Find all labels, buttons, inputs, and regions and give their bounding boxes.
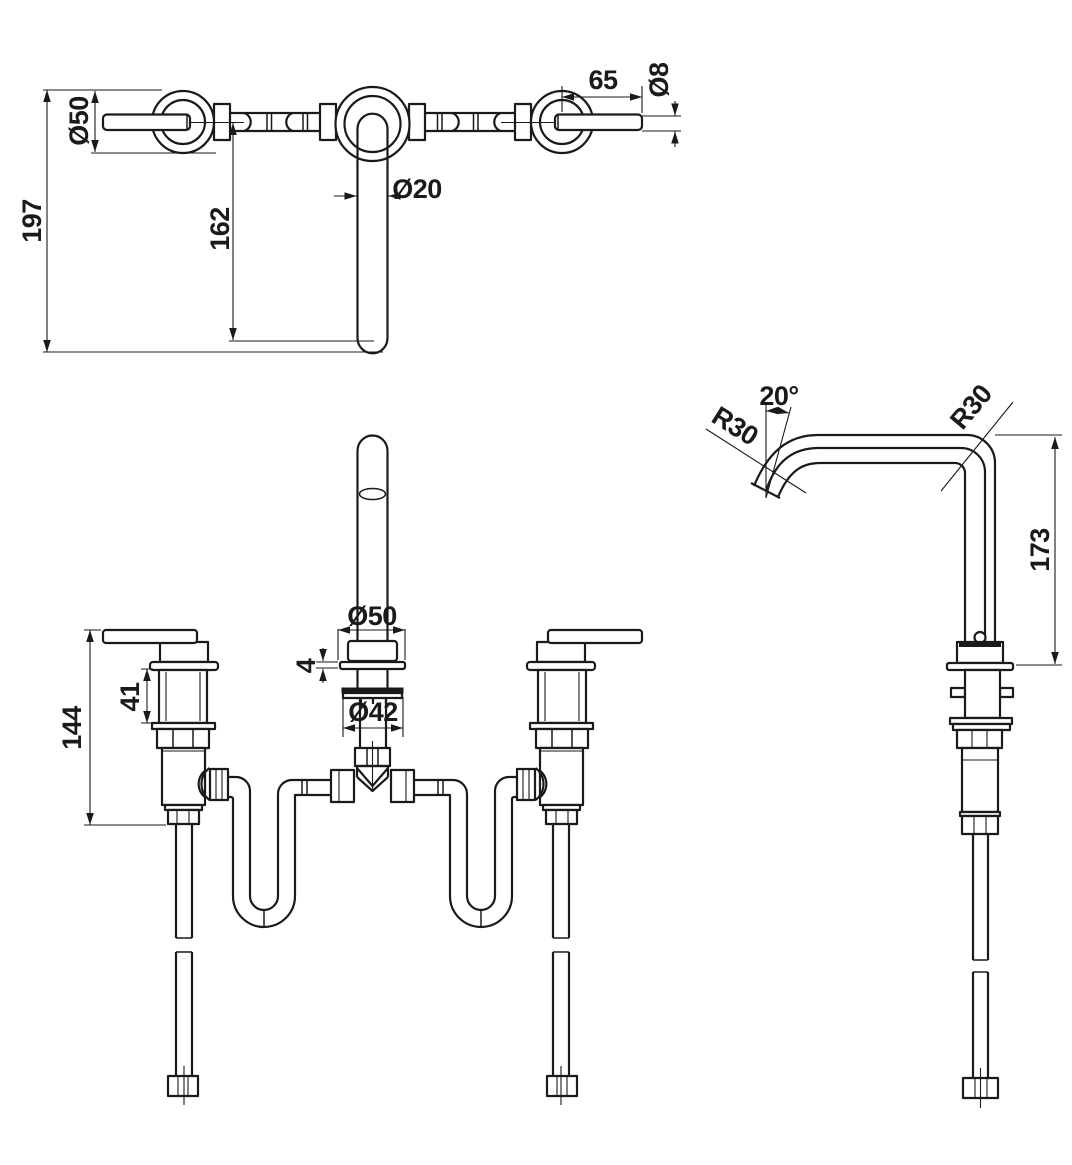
valve-escutcheon: [148, 660, 220, 672]
dim-outlet-angle-arc: [765, 406, 790, 415]
dim-label-lever-dia: Ø8: [644, 62, 674, 98]
front-view-right-valve: [411, 628, 644, 1107]
supply-tail-side: [961, 834, 1000, 1108]
side-view-base: [945, 630, 1015, 1108]
dim-label-base-washer-dia: Ø42: [348, 697, 398, 727]
deck-locknut: [155, 727, 211, 750]
plan-view: 197 Ø50 162 Ø20 65 Ø8: [17, 62, 681, 355]
dim-label-outlet-bend-radius: R30: [707, 401, 764, 452]
plan-view-spout-tube: [356, 112, 389, 355]
side-view-dimensions: 20° R30 R30 173: [705, 379, 1062, 666]
aerator-opening: [358, 487, 387, 501]
dim-label-height-above-deck: 144: [57, 706, 87, 750]
side-outlet-fitting: [197, 767, 230, 802]
valve-body-upper: [157, 668, 209, 725]
tee-fitting: [329, 741, 416, 804]
handle-lever-plan: [101, 113, 244, 132]
dim-label-spout-flange-dia: Ø50: [347, 601, 397, 631]
spout-flange-plate: [338, 660, 407, 671]
tail-coupling: [163, 803, 204, 826]
pipe-union-hex: [318, 102, 338, 142]
plan-view-right-half: [407, 89, 644, 155]
front-view-dimensions: 144 41 Ø50 4 Ø42: [57, 601, 406, 826]
side-view-spout: [750, 433, 997, 642]
below-deck-body: [948, 668, 1015, 836]
side-view: 20° R30 R30 173: [705, 379, 1062, 1108]
dim-label-spout-tube-dia: Ø20: [392, 174, 442, 204]
plan-view-spout-hub: [334, 85, 411, 355]
spout-escutcheon: [346, 639, 399, 663]
dim-riser-radius-leader: [940, 401, 1014, 492]
u-loop-pipe: [228, 775, 332, 929]
dim-label-valve-body-height: 41: [115, 682, 145, 712]
supply-tail: [166, 824, 200, 1105]
dim-label-flange-thickness: 4: [291, 658, 321, 673]
plan-view-left-half: [101, 89, 338, 155]
valve-body-lower: [160, 746, 207, 807]
front-view-spout-column: [329, 434, 416, 804]
dim-label-spout-height: 173: [1025, 528, 1055, 572]
dim-label-overall-depth: 197: [17, 199, 47, 243]
dim-label-spout-reach: 162: [205, 207, 235, 251]
plan-view-dimensions: 197 Ø50 162 Ø20 65 Ø8: [17, 62, 681, 353]
spout-base-cap: [955, 640, 1005, 665]
front-view-left-valve: [101, 628, 332, 1105]
spout-riser-front: [356, 434, 389, 641]
dim-label-riser-bend-radius: R30: [944, 379, 998, 435]
dim-label-outlet-angle: 20°: [759, 381, 798, 411]
dim-label-handle-flange-dia: Ø50: [64, 96, 94, 146]
dim-label-lever-length: 65: [588, 65, 618, 95]
front-view: 144 41 Ø50 4 Ø42: [57, 434, 644, 1107]
valve-handle: [101, 628, 210, 664]
dim-outlet-radius-leader: [705, 428, 807, 494]
